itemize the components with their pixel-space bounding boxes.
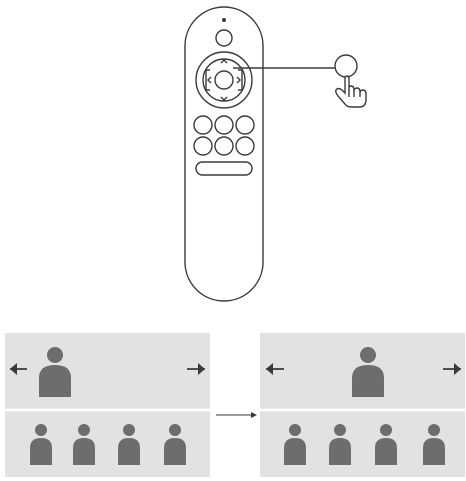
indicator-dot xyxy=(222,18,226,22)
wide-button[interactable] xyxy=(196,162,252,175)
transition-arrow-icon xyxy=(216,412,257,418)
remote-button-3[interactable] xyxy=(236,116,254,134)
chevron-down-icon xyxy=(221,97,227,100)
panel-after xyxy=(260,333,465,477)
remote-button-4[interactable] xyxy=(194,137,212,155)
power-button[interactable] xyxy=(216,30,232,46)
remote-button-1[interactable] xyxy=(194,116,212,134)
chevron-right-icon xyxy=(237,77,240,83)
remote-control xyxy=(185,7,263,301)
remote-button-2[interactable] xyxy=(215,116,233,134)
ok-button[interactable] xyxy=(215,71,233,89)
remote-button-5[interactable] xyxy=(215,137,233,155)
chevron-left-icon xyxy=(208,77,211,83)
hand-pointer-icon xyxy=(336,76,366,107)
chevron-up-icon xyxy=(221,60,227,63)
remote-button-6[interactable] xyxy=(236,137,254,155)
dpad[interactable] xyxy=(196,52,252,108)
dpad-inner-ring xyxy=(203,59,245,101)
callout xyxy=(233,55,366,107)
callout-button xyxy=(335,55,357,77)
panel-before xyxy=(5,333,210,477)
remote-body xyxy=(185,7,263,301)
button-grid xyxy=(194,116,254,155)
